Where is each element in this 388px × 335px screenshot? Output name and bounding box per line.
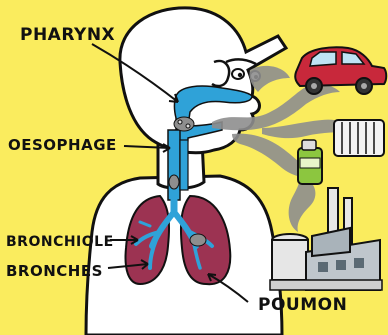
label-bronchiole: BRONCHIOLE (6, 234, 114, 250)
label-pharynx: PHARYNX (20, 25, 115, 45)
radiator-icon (334, 120, 384, 156)
oesophagus (180, 140, 188, 190)
eye-icon (232, 69, 244, 79)
label-poumon: POUMON (258, 295, 347, 315)
label-oesophage: OESOPHAGE (8, 136, 117, 154)
label-bronches: BRONCHES (6, 262, 103, 280)
